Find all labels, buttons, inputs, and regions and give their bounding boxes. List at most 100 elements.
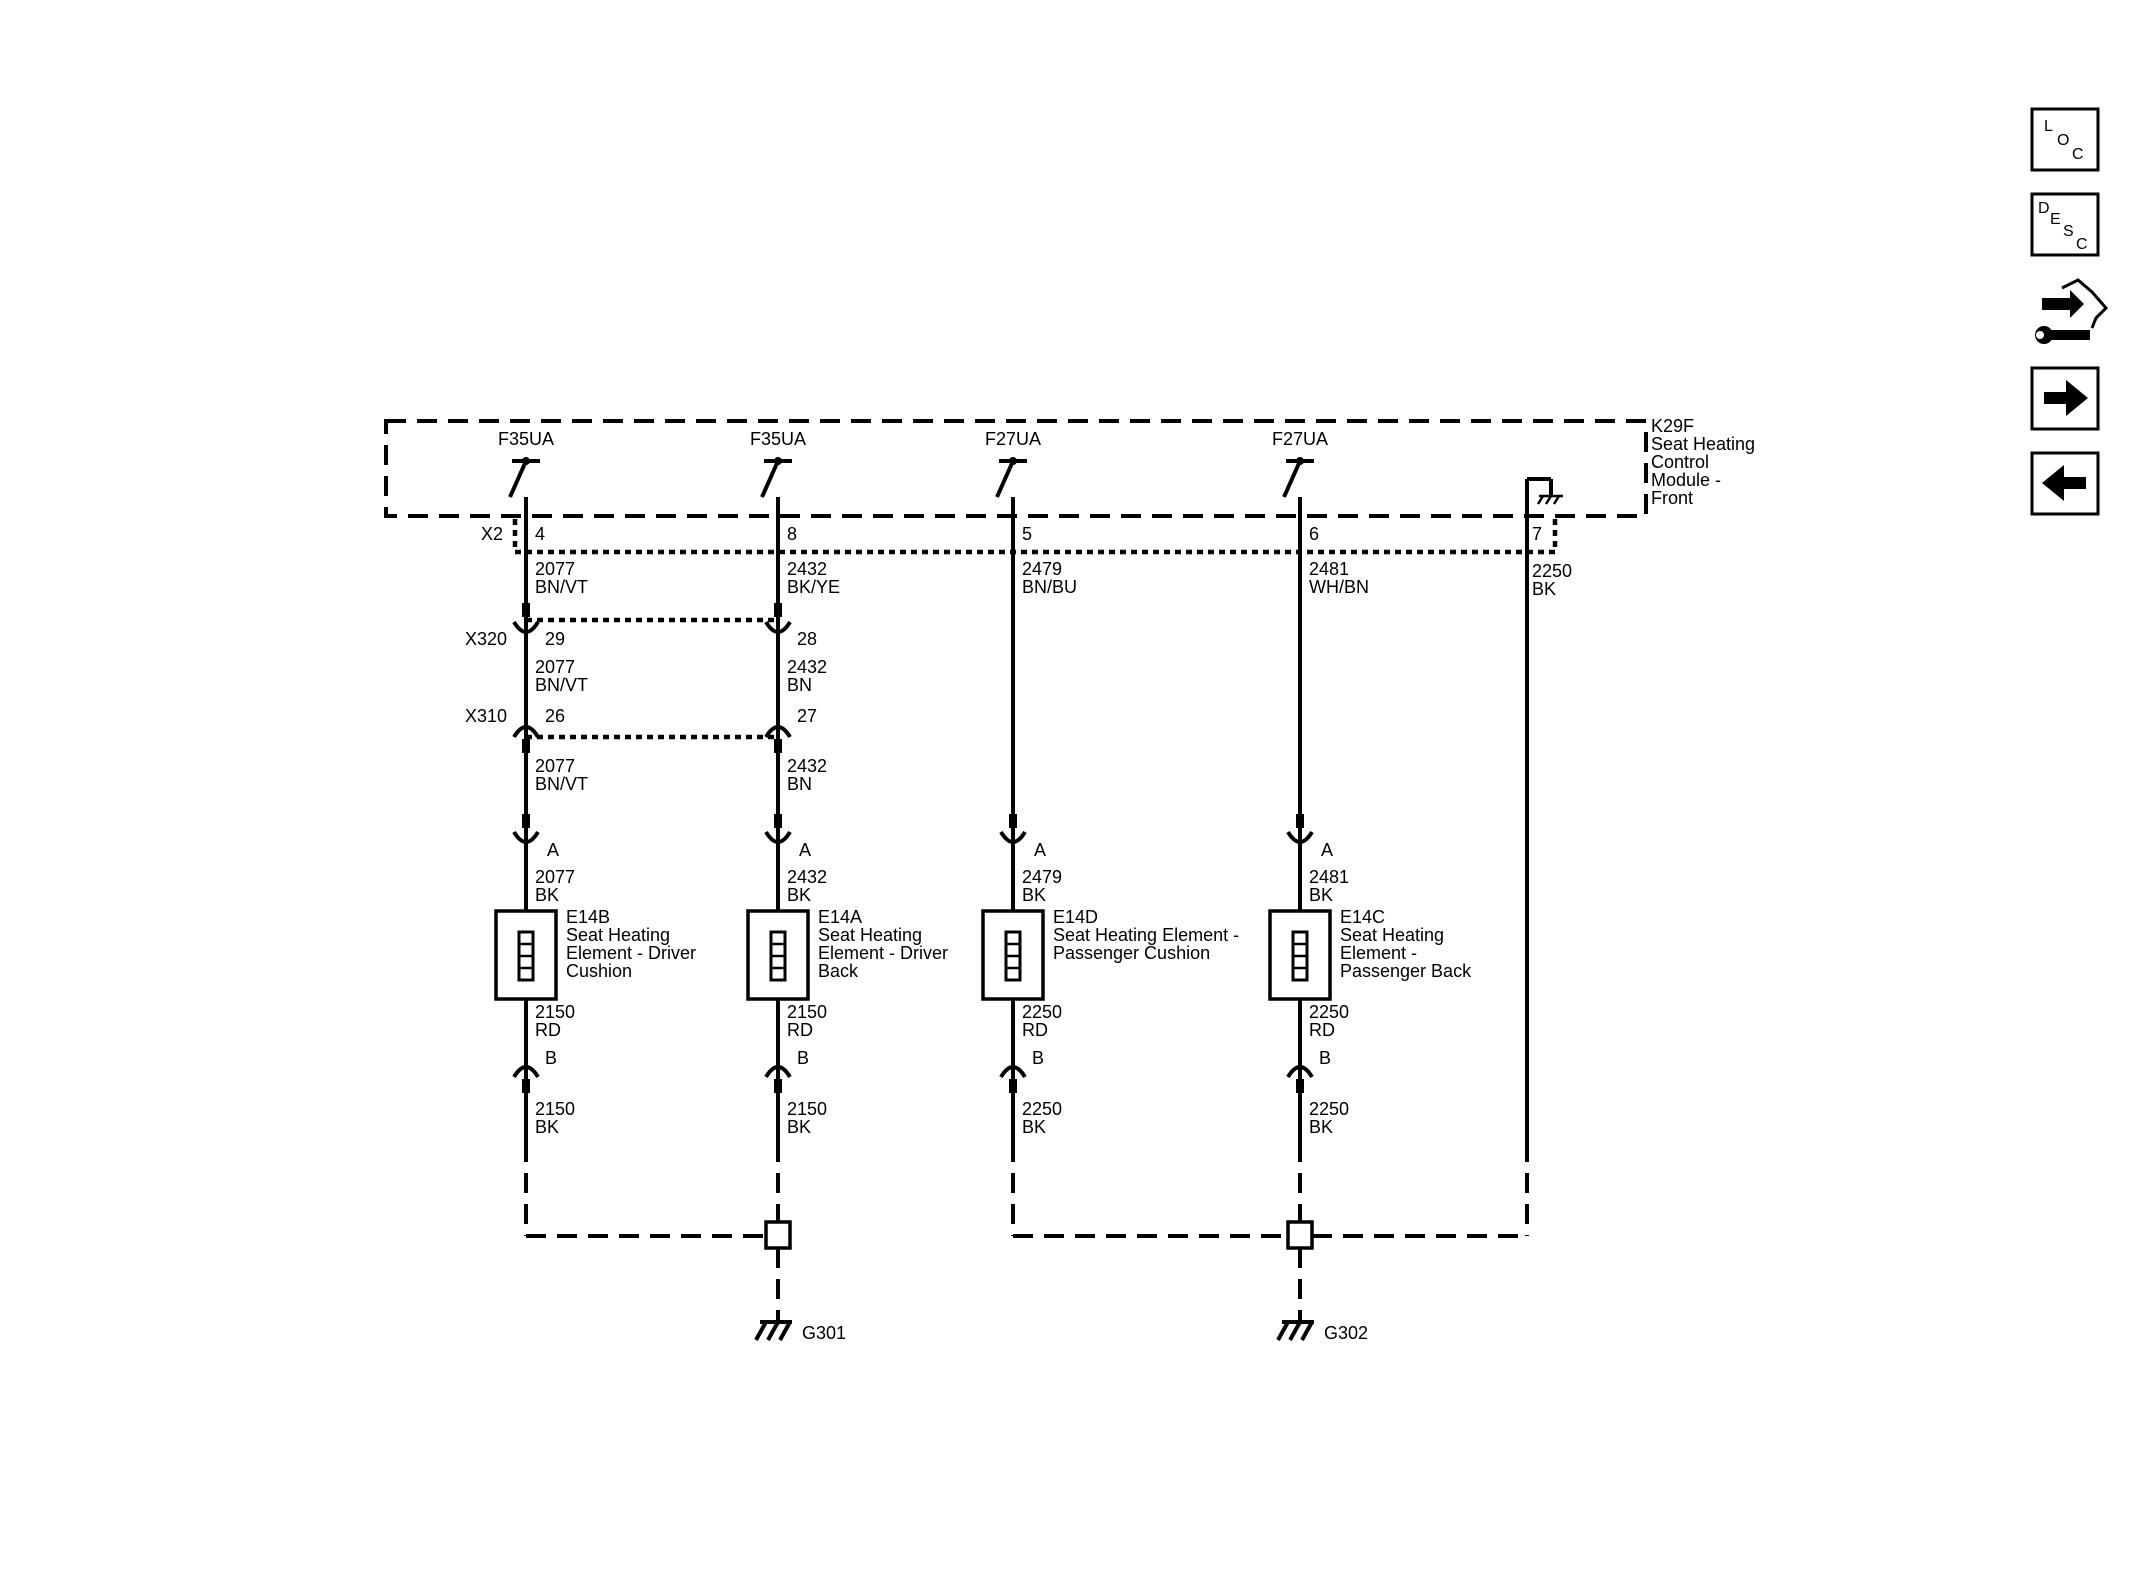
connector-x320-terminal xyxy=(512,603,792,634)
ground-symbol-g302 xyxy=(1276,1320,1314,1341)
x310-pin: 26 xyxy=(545,706,565,726)
desc-button[interactable]: D E S C xyxy=(2030,192,2100,257)
module-id: K29F xyxy=(1651,416,1694,436)
element-desc: Seat Heating xyxy=(818,925,922,945)
pin-b-label: B xyxy=(1032,1048,1044,1068)
pin-b-label: B xyxy=(545,1048,557,1068)
wire-label-color: RD xyxy=(787,1020,813,1040)
element-id: E14A xyxy=(818,907,862,927)
x2-pin-4: 4 xyxy=(535,524,545,544)
element-desc: Element - xyxy=(1340,943,1417,963)
pin-a-label: A xyxy=(547,840,559,860)
connector-x310-terminal xyxy=(512,725,792,753)
wire-label-color: BN/VT xyxy=(535,675,588,695)
wire-label-num: 2150 xyxy=(787,1002,827,1022)
loc-icon: L O C xyxy=(2044,118,2084,163)
wire-label-color: BN xyxy=(787,774,812,794)
pin-b-label: B xyxy=(1319,1048,1331,1068)
svg-text:C: C xyxy=(2072,146,2084,163)
wire-label-color: BN/VT xyxy=(535,577,588,597)
pin-a-label: A xyxy=(799,840,811,860)
fuse-label-2: F35UA xyxy=(750,429,806,449)
wire-label-num: 2250 xyxy=(1532,561,1572,581)
next-button[interactable] xyxy=(2030,366,2100,431)
desc-icon: D E S C xyxy=(2038,200,2088,253)
element-desc: Passenger Cushion xyxy=(1053,943,1210,963)
module-name-line-2: Control xyxy=(1651,452,1709,472)
svg-text:L: L xyxy=(2044,118,2053,135)
internal-ground-lead xyxy=(1527,477,1563,505)
x2-pin-8: 8 xyxy=(787,524,797,544)
svg-text:C: C xyxy=(2076,236,2088,253)
connector-x310-label: X310 xyxy=(465,706,507,726)
wire-label-num: 2077 xyxy=(535,756,575,776)
wire-label-num: 2432 xyxy=(787,559,827,579)
diagnostics-button[interactable] xyxy=(2032,276,2109,344)
wire-label-color: BK xyxy=(787,1117,811,1137)
element-desc: Passenger Back xyxy=(1340,961,1472,981)
wire-label-color: BK xyxy=(1532,579,1556,599)
element-id: E14C xyxy=(1340,907,1385,927)
heating-element-e14a xyxy=(746,909,810,1001)
x310-pin: 27 xyxy=(797,706,817,726)
wire-label-num: 2481 xyxy=(1309,559,1349,579)
wire-label-color: BK xyxy=(1022,885,1046,905)
loc-button[interactable]: L O C xyxy=(2030,107,2100,172)
element-desc: Seat Heating Element - xyxy=(1053,925,1239,945)
element-desc: Seat Heating xyxy=(566,925,670,945)
element-desc: Element - Driver xyxy=(566,943,696,963)
wire-label-num: 2481 xyxy=(1309,867,1349,887)
element-desc: Cushion xyxy=(566,961,632,981)
wire-label-color: RD xyxy=(1022,1020,1048,1040)
ground-splice-right xyxy=(1011,1142,1529,1320)
connector-x2-label: X2 xyxy=(481,524,503,544)
wire-label-color: BN/BU xyxy=(1022,577,1077,597)
heating-element-e14c xyxy=(1268,909,1332,1001)
wire-label-color: BK xyxy=(535,1117,559,1137)
heating-element-e14d xyxy=(981,909,1045,1001)
arrow-left-icon xyxy=(2042,465,2086,501)
wire-label-color: BK xyxy=(535,885,559,905)
ground-symbol-g301 xyxy=(754,1320,792,1341)
wire-label-color: BN/VT xyxy=(535,774,588,794)
wire-label-color: BK/YE xyxy=(787,577,840,597)
wire-label-color: RD xyxy=(1309,1020,1335,1040)
connector-x2 xyxy=(512,519,1558,555)
wire-label-color: BK xyxy=(1309,885,1333,905)
svg-text:S: S xyxy=(2063,223,2074,240)
wire-label-color: BK xyxy=(1309,1117,1333,1137)
previous-button[interactable] xyxy=(2030,451,2100,516)
element-id: E14B xyxy=(566,907,610,927)
wire-label-num: 2479 xyxy=(1022,559,1062,579)
x2-pin-5: 5 xyxy=(1022,524,1032,544)
wire-label-num: 2077 xyxy=(535,559,575,579)
wire-label-num: 2077 xyxy=(535,657,575,677)
pin-a-label: A xyxy=(1034,840,1046,860)
wire-label-color: BK xyxy=(1022,1117,1046,1137)
wire-label-color: BK xyxy=(787,885,811,905)
wire-label-num: 2150 xyxy=(535,1002,575,1022)
pin-a-label: A xyxy=(1321,840,1333,860)
wire-label-color: WH/BN xyxy=(1309,577,1369,597)
x320-pin: 29 xyxy=(545,629,565,649)
connector-x320-label: X320 xyxy=(465,629,507,649)
wire-label-num: 2150 xyxy=(535,1099,575,1119)
wire-label-num: 2250 xyxy=(1022,1002,1062,1022)
wire-label-num: 2432 xyxy=(787,657,827,677)
wire-label-num: 2077 xyxy=(535,867,575,887)
wire-label-color: BN xyxy=(787,675,812,695)
element-desc: Element - Driver xyxy=(818,943,948,963)
wire-label-num: 2250 xyxy=(1309,1002,1349,1022)
wire-label-num: 2150 xyxy=(787,1099,827,1119)
x2-pin-6: 6 xyxy=(1309,524,1319,544)
connector-wrench-icon xyxy=(2035,278,2109,344)
ground-label-g301: G301 xyxy=(802,1323,846,1343)
ground-splice-left xyxy=(524,1142,792,1320)
module-name-line-1: Seat Heating xyxy=(1651,434,1755,454)
wire-label-num: 2432 xyxy=(787,756,827,776)
wire-label-color: RD xyxy=(535,1020,561,1040)
pin-a-terminal xyxy=(512,814,1314,844)
fuse-switch-1 xyxy=(508,457,540,498)
element-desc: Seat Heating xyxy=(1340,925,1444,945)
